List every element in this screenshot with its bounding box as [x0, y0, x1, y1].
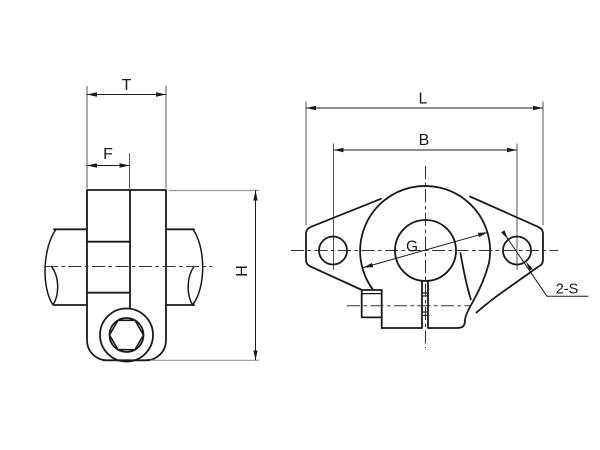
flange-left-outline	[305, 197, 382, 291]
dimension-B: B	[333, 132, 518, 270]
shaft-break-left	[44, 228, 59, 306]
screw-boss-outline	[360, 289, 383, 319]
shaft	[44, 228, 204, 306]
arrowhead	[501, 230, 509, 240]
hex-socket-screw	[99, 307, 154, 363]
dimension-line	[362, 231, 489, 269]
dim-label-l: L	[419, 91, 428, 108]
arrowhead	[525, 261, 533, 271]
shaft-break-right	[187, 228, 204, 306]
dim-label-t: T	[122, 77, 132, 94]
screw-socket-circle	[108, 317, 145, 353]
dimension-F: F	[87, 146, 130, 189]
front-view: L B	[291, 91, 589, 348]
flange-right-outline	[469, 195, 544, 314]
hex-socket-icon	[108, 319, 145, 351]
clamp-right-outline	[427, 262, 490, 329]
dim-label-f: F	[103, 146, 113, 163]
dimension-H: H	[150, 189, 259, 361]
support-body-outline	[86, 189, 167, 362]
callout-2S: 2-S	[501, 230, 589, 298]
screw-head-circle	[99, 307, 154, 363]
dimension-L: L	[305, 91, 544, 225]
dim-label-2s: 2-S	[556, 282, 579, 298]
collar-arc	[359, 185, 492, 291]
dimension-G: G	[362, 231, 489, 269]
leader-line	[504, 233, 548, 297]
dim-label-h: H	[234, 265, 251, 277]
dim-label-b: B	[419, 132, 430, 149]
side-view: T F	[44, 77, 259, 363]
dim-label-g: G	[406, 239, 418, 256]
clamp-inner-right-edge	[459, 252, 472, 301]
dimension-T: T	[86, 77, 167, 189]
